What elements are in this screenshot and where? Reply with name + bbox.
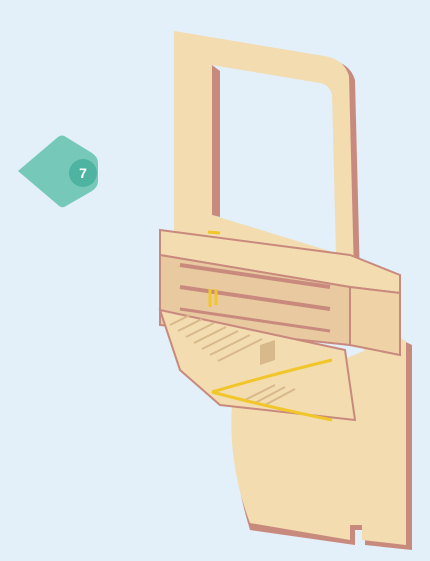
step-badge[interactable]: 7 [14,133,104,209]
door-panel-illustration [150,25,420,555]
step-number: 7 [69,159,97,187]
